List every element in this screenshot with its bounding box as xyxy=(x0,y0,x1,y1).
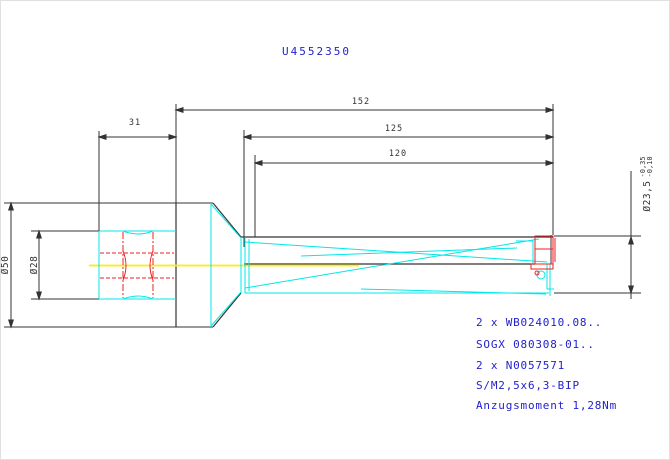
dim-label-152: 152 xyxy=(351,97,371,107)
parts-list-line: 2 x N0057571 xyxy=(476,359,566,372)
dimension-lines xyxy=(8,107,634,329)
extension-lines xyxy=(4,104,641,328)
insert-detail-red xyxy=(530,235,556,276)
drawing-title: U4552350 xyxy=(282,45,351,58)
dim-label-125: 125 xyxy=(384,124,404,134)
dia23-5-tolerances: -0,35 -0,10 xyxy=(639,156,655,178)
dia23-5-nominal: Ø23,5 xyxy=(641,180,653,212)
parts-list-line: 2 x WB024010.08.. xyxy=(476,316,603,329)
parts-list-line: SOGX 080308-01.. xyxy=(476,338,595,351)
tool-outline-cyan xyxy=(98,203,554,327)
dim-label-dia50: Ø50 xyxy=(0,255,11,275)
parts-list-line: Anzugsmoment 1,28Nm xyxy=(476,399,618,412)
parts-list-line: S/M2,5x6,3-BIP xyxy=(476,379,580,392)
dim-label-31: 31 xyxy=(128,118,142,128)
dim-label-dia23-5: Ø23,5 -0,35 -0,10 xyxy=(639,142,655,226)
dim-label-dia28: Ø28 xyxy=(28,255,40,275)
clamp-holes-red xyxy=(100,232,174,298)
dia23-5-tol-lower: -0,10 xyxy=(646,156,654,178)
dim-label-120: 120 xyxy=(388,149,408,159)
